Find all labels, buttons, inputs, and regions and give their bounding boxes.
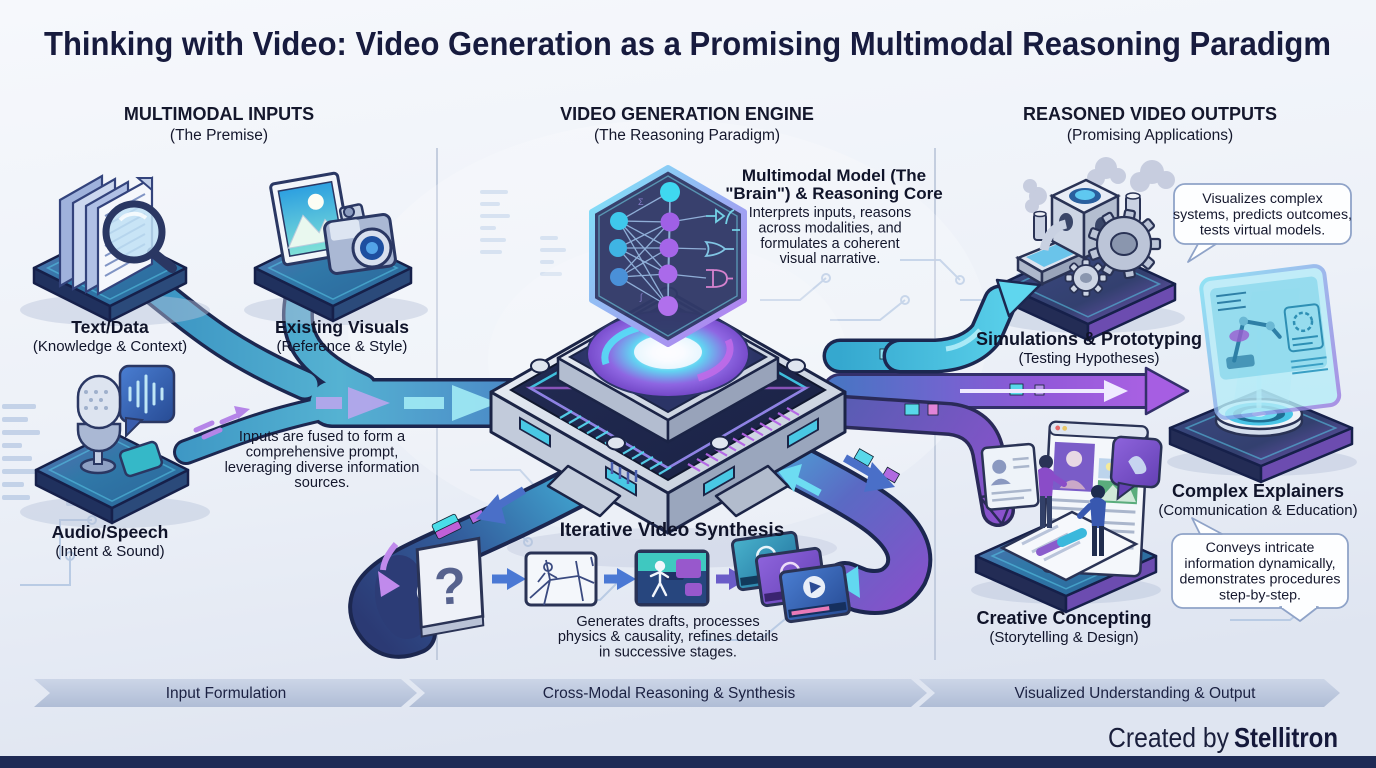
svg-text:REASONED VIDEO OUTPUTS: REASONED VIDEO OUTPUTS [1023,104,1277,124]
svg-text:(Knowledge & Context): (Knowledge & Context) [33,338,187,355]
svg-text:Inputs are fused to form a: Inputs are fused to form a [239,429,406,445]
svg-text:step-by-step.: step-by-step. [1219,588,1301,604]
svg-text:physics & causality, refines d: physics & causality, refines details [558,629,778,645]
svg-text:Σ: Σ [638,197,644,207]
svg-text:Input Formulation: Input Formulation [166,685,287,702]
svg-text:(Testing Hypotheses): (Testing Hypotheses) [1019,350,1160,367]
svg-text:tests virtual models.: tests virtual models. [1200,223,1325,239]
svg-text:Created by: Created by [1108,722,1229,753]
svg-text:"Brain") & Reasoning Core: "Brain") & Reasoning Core [725,184,942,203]
svg-text:Simulations & Prototyping: Simulations & Prototyping [976,329,1202,349]
svg-text:(Intent & Sound): (Intent & Sound) [55,543,164,560]
svg-text:formulates a coherent: formulates a coherent [760,236,899,252]
svg-text:systems, predicts outcomes,: systems, predicts outcomes, [1173,207,1352,223]
svg-text:(Promising Applications): (Promising Applications) [1067,127,1233,144]
svg-text:comprehensive prompt,: comprehensive prompt, [246,444,399,460]
svg-text:MULTIMODAL INPUTS: MULTIMODAL INPUTS [124,104,314,124]
svg-text:Thinking with Video: Video Gen: Thinking with Video: Video Generation as… [44,26,1331,63]
svg-text:Visualizes complex: Visualizes complex [1202,191,1322,207]
svg-text:Creative Concepting: Creative Concepting [976,608,1151,628]
svg-text:leveraging diverse information: leveraging diverse information [225,460,420,476]
svg-text:visual narrative.: visual narrative. [780,251,881,267]
svg-text:Complex Explainers: Complex Explainers [1172,481,1344,501]
svg-text:Stellitron: Stellitron [1234,722,1338,753]
svg-text:(Reference & Style): (Reference & Style) [277,338,408,355]
svg-text:VIDEO GENERATION ENGINE: VIDEO GENERATION ENGINE [560,104,814,124]
svg-text:Interprets inputs, reasons: Interprets inputs, reasons [749,205,911,221]
svg-text:Existing Visuals: Existing Visuals [275,317,409,337]
svg-text:sources.: sources. [294,475,349,491]
svg-text:∫: ∫ [639,292,644,302]
svg-text:demonstrates procedures: demonstrates procedures [1180,572,1341,588]
svg-text:in successive stages.: in successive stages. [599,644,737,660]
svg-text:(Storytelling & Design): (Storytelling & Design) [989,629,1138,646]
svg-text:Text/Data: Text/Data [71,317,149,337]
svg-text:information dynamically,: information dynamically, [1184,556,1335,572]
svg-text:(Communication & Education): (Communication & Education) [1158,502,1357,519]
svg-text:Audio/Speech: Audio/Speech [52,522,169,542]
svg-text:Cross-Modal Reasoning & Synthe: Cross-Modal Reasoning & Synthesis [543,685,796,702]
svg-text:Iterative Video Synthesis: Iterative Video Synthesis [560,520,785,541]
svg-text:Generates drafts, processes: Generates drafts, processes [576,614,759,630]
svg-text:(The Reasoning Paradigm): (The Reasoning Paradigm) [594,127,780,144]
svg-text:?: ? [433,557,468,617]
svg-text:(The Premise): (The Premise) [170,127,268,144]
svg-text:Conveys intricate: Conveys intricate [1206,540,1315,556]
svg-text:Multimodal Model (The: Multimodal Model (The [742,166,926,185]
svg-text:Visualized Understanding & Out: Visualized Understanding & Output [1015,685,1257,702]
svg-text:across modalities, and: across modalities, and [758,220,901,236]
